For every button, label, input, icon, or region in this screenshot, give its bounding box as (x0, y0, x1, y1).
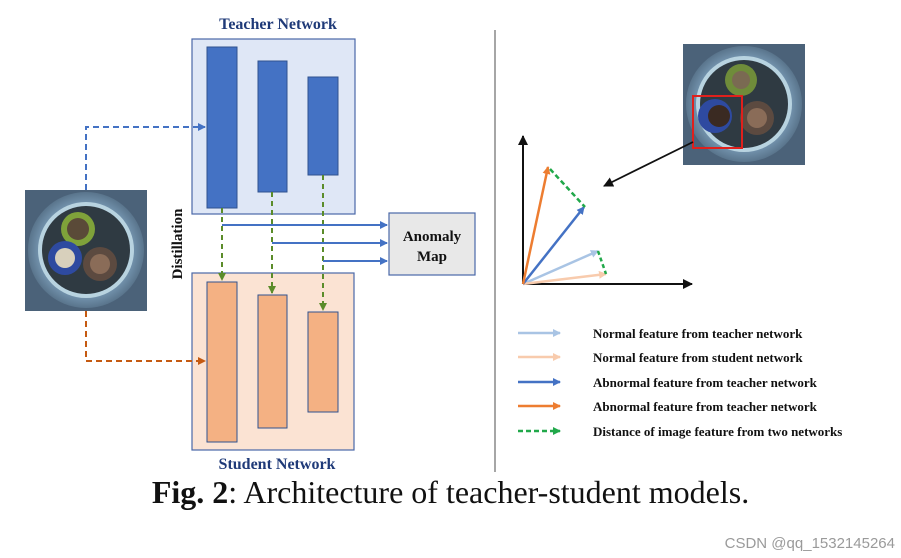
anomaly-cable-image (683, 44, 805, 165)
teacher-layer-1 (206, 46, 238, 209)
legend-label-3: Abnormal feature from teacher network (593, 375, 818, 390)
legend: Normal feature from teacher network Norm… (518, 326, 842, 439)
input-to-student-arrow (85, 311, 206, 365)
legend-label-5: Distance of image feature from two netwo… (593, 424, 842, 439)
student-network-title: Student Network (219, 456, 336, 473)
anomaly-map-label-2: Map (417, 249, 447, 265)
watermark: CSDN @qq_1532145264 (724, 535, 895, 552)
teacher-layer-2 (257, 60, 288, 193)
legend-label-4: Abnormal feature from teacher network (593, 399, 818, 414)
distillation-label: Distillation (170, 208, 186, 279)
student-layer-1 (206, 281, 238, 443)
vector-abnormal-teacher (522, 206, 585, 285)
anomaly-map-box (388, 212, 476, 276)
distance-normal (596, 250, 608, 275)
vector-normal-student (522, 270, 607, 286)
figure-number: Fig. 2 (151, 474, 229, 510)
legend-label-2: Normal feature from student network (593, 350, 803, 365)
pointer-arrow (603, 141, 694, 187)
figure-caption: Fig. 2: Architecture of teacher-student … (0, 474, 901, 511)
legend-label-1: Normal feature from teacher network (593, 326, 803, 341)
distance-abnormal (549, 168, 586, 208)
input-cable-image (25, 190, 147, 311)
anomaly-map-label-1: Anomaly (403, 229, 462, 245)
teacher-network-title: Teacher Network (219, 16, 337, 33)
anomaly-highlight-box (692, 95, 743, 149)
input-to-teacher-arrow (85, 123, 206, 190)
student-layer-2 (257, 294, 288, 429)
figure-caption-text: : Architecture of teacher-student models… (228, 474, 750, 510)
vector-abnormal-student (521, 166, 551, 285)
feature-space-plot (518, 135, 693, 289)
vector-normal-teacher (522, 249, 599, 286)
teacher-layer-3 (307, 76, 339, 176)
student-layer-3 (307, 311, 339, 413)
